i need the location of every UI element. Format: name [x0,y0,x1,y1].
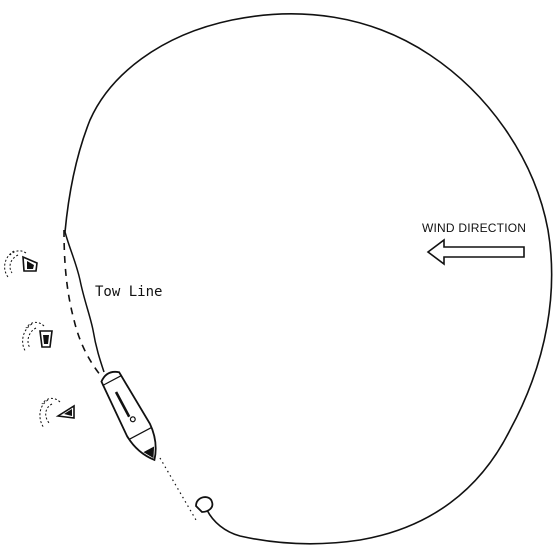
small-boat [23,322,52,352]
tow-line-label: Tow Line [95,284,162,300]
wind-direction-arrow [428,240,524,264]
boom-containment-circle [65,14,552,544]
anchor-buoy [196,497,212,512]
tow-line [64,230,101,376]
small-boat [5,251,37,277]
towing-vessel [97,367,166,466]
wind-direction-label: WIND DIRECTION [422,221,526,235]
anchor-line [160,458,196,520]
small-boat [40,398,74,428]
